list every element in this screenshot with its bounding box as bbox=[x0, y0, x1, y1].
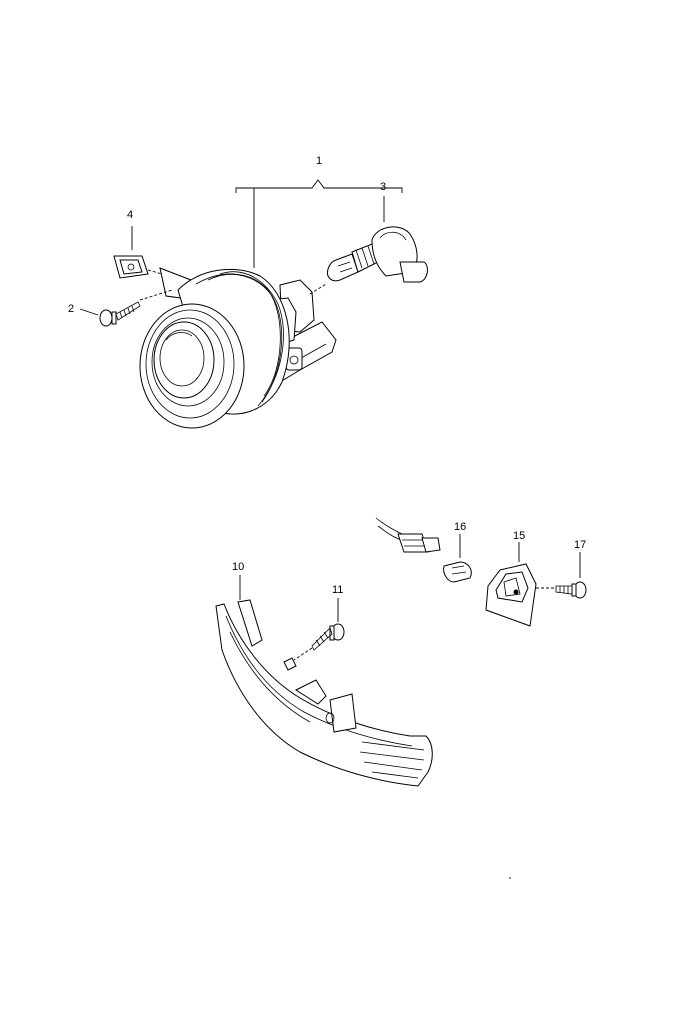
callout-label-15: 15 bbox=[513, 530, 525, 542]
wire-harness bbox=[375, 517, 441, 553]
bulb-3[interactable]: 3 bbox=[309, 181, 428, 295]
callout-group-1: 1 bbox=[235, 155, 403, 268]
callout-label-11: 11 bbox=[332, 584, 343, 596]
callout-label-2: 2 bbox=[68, 303, 74, 315]
fog-lamp-housing[interactable] bbox=[139, 267, 337, 429]
callout-label-10: 10 bbox=[232, 561, 244, 573]
callout-label-16: 16 bbox=[454, 521, 466, 533]
screw-2[interactable]: 2 bbox=[68, 289, 173, 327]
callout-label-1: 1 bbox=[316, 155, 322, 167]
side-lamp-15[interactable]: 15 bbox=[485, 530, 537, 627]
bumper-trim-10[interactable]: 10 bbox=[215, 561, 433, 787]
stray-dot bbox=[509, 877, 511, 879]
clip-nut-4[interactable]: 4 bbox=[113, 209, 163, 279]
wedge-bulb-16[interactable]: 16 bbox=[443, 521, 472, 583]
screw-11[interactable]: 11 bbox=[293, 584, 345, 661]
callout-label-3: 3 bbox=[380, 181, 386, 193]
screw-17[interactable]: 17 bbox=[536, 539, 587, 599]
callout-label-4: 4 bbox=[127, 209, 133, 221]
callout-label-17: 17 bbox=[574, 539, 586, 551]
